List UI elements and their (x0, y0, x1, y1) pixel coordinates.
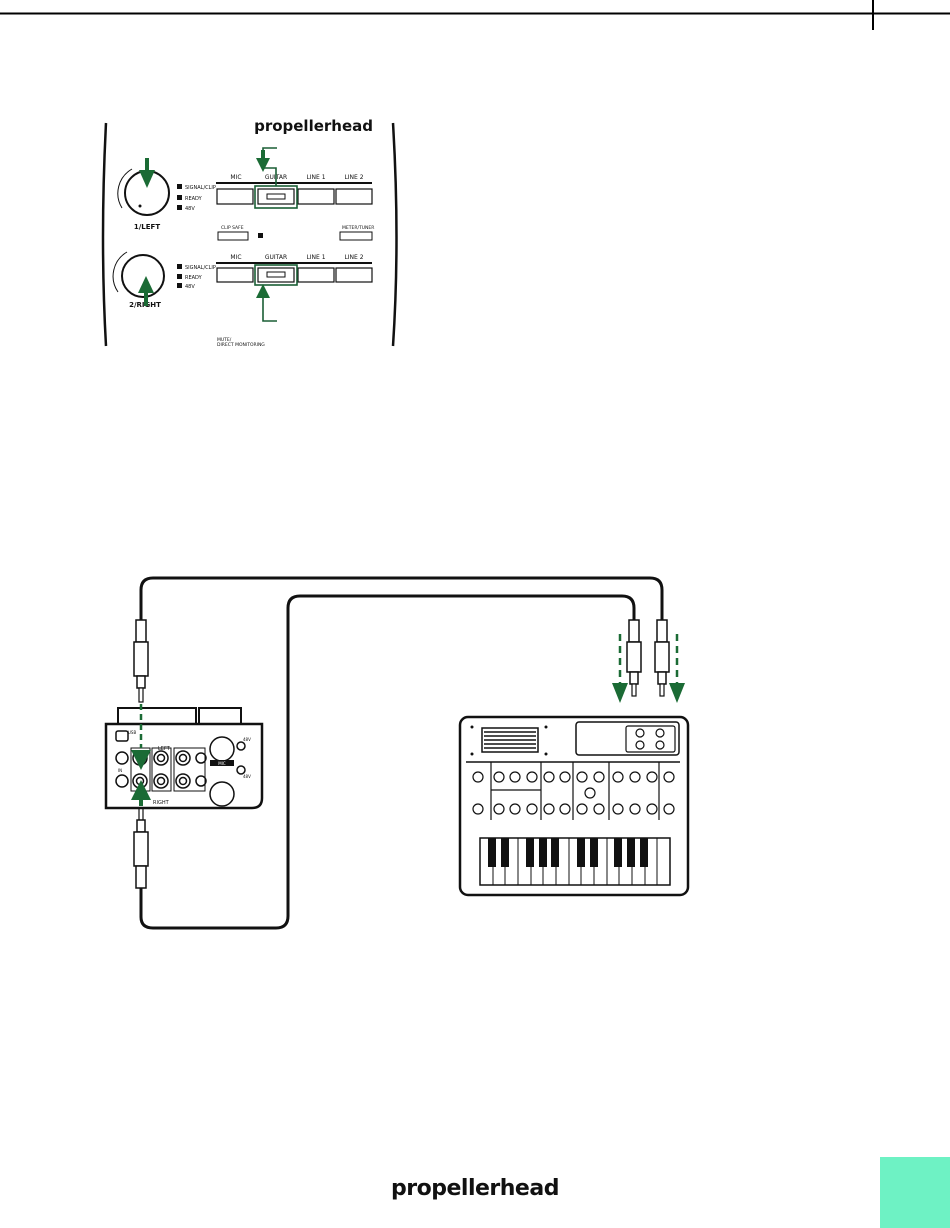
audio-interface: USB LEFT RIGHT IN MIC 48V 48V (106, 708, 262, 808)
right-label: RIGHT (153, 800, 170, 806)
keyboard-icon (480, 838, 670, 885)
phantom-label-1: 48V (243, 737, 251, 742)
usb-port (116, 731, 128, 741)
mic-label: MIC (218, 761, 226, 766)
jack-plug-icon (655, 620, 669, 696)
arrow-down-icon (669, 683, 685, 703)
jack-plug-icon (134, 808, 148, 888)
jack-plug-icon (134, 620, 148, 702)
jack-plug-icon (627, 620, 641, 696)
phantom-label-2: 48V (243, 774, 251, 779)
usb-label: USB (128, 730, 136, 735)
input-label: IN (118, 768, 122, 773)
footer-logo: propellerhead (0, 1176, 950, 1201)
synthesizer (460, 717, 688, 895)
page-tab (880, 1157, 950, 1228)
arrow-down-icon (612, 683, 628, 703)
cable-outer (141, 578, 662, 622)
